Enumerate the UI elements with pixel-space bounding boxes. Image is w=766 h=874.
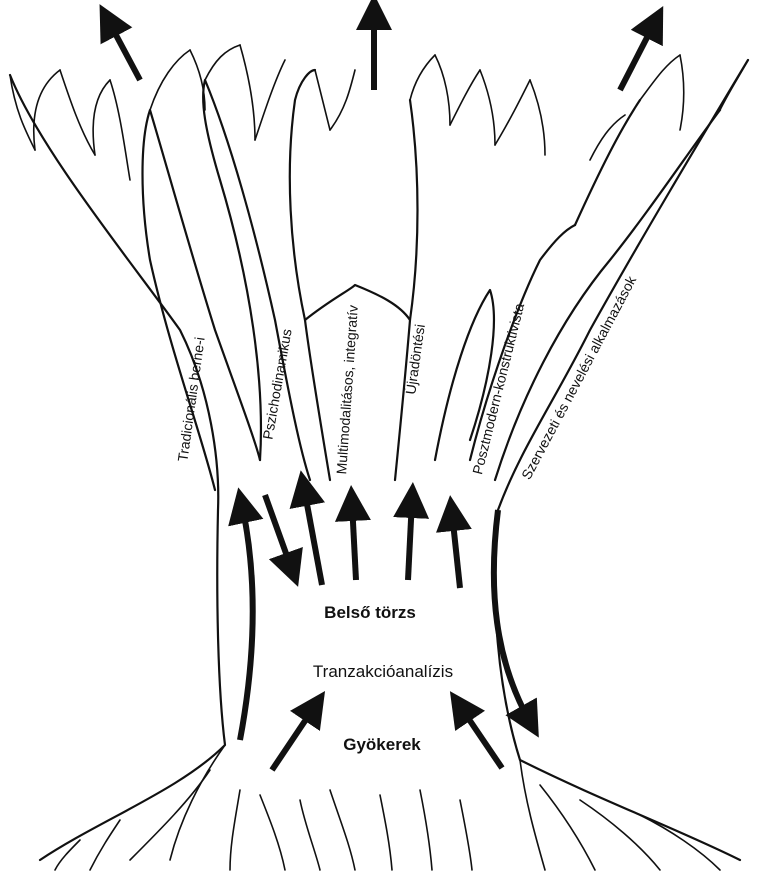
arrow-up-1 — [304, 488, 322, 585]
roots — [55, 745, 720, 870]
branch-label-posztmodern: Posztmodern-konstruktivista — [469, 301, 527, 476]
arrow-up-2 — [352, 503, 356, 580]
branch-label-pszichodinamikus: Pszichodinamikus — [259, 328, 294, 441]
trunk-label: Belső törzs — [324, 603, 416, 622]
branch-label-multimodalitasos: Multimodalitásos, integratív — [333, 304, 361, 474]
branch-label-ujradontesi: Újradöntési — [402, 323, 428, 395]
crown-twigs — [10, 45, 748, 180]
arrow-roots-right — [460, 706, 502, 768]
arrow-up-right — [620, 22, 655, 90]
arrow-trunk-right-down — [494, 510, 530, 722]
arrow-roots-left — [272, 706, 315, 770]
arrow-up-3 — [408, 500, 412, 580]
core-label: Tranzakcióanalízis — [313, 662, 453, 681]
arrow-trunk-left-up — [240, 505, 253, 740]
arrow-down-pszicho — [265, 495, 292, 570]
branch-labels: Tradicionális berne-i Pszichodinamikus M… — [174, 272, 639, 482]
roots-label: Gyökerek — [343, 735, 421, 754]
arrow-up-left — [108, 20, 140, 80]
arrow-up-4 — [452, 513, 460, 588]
